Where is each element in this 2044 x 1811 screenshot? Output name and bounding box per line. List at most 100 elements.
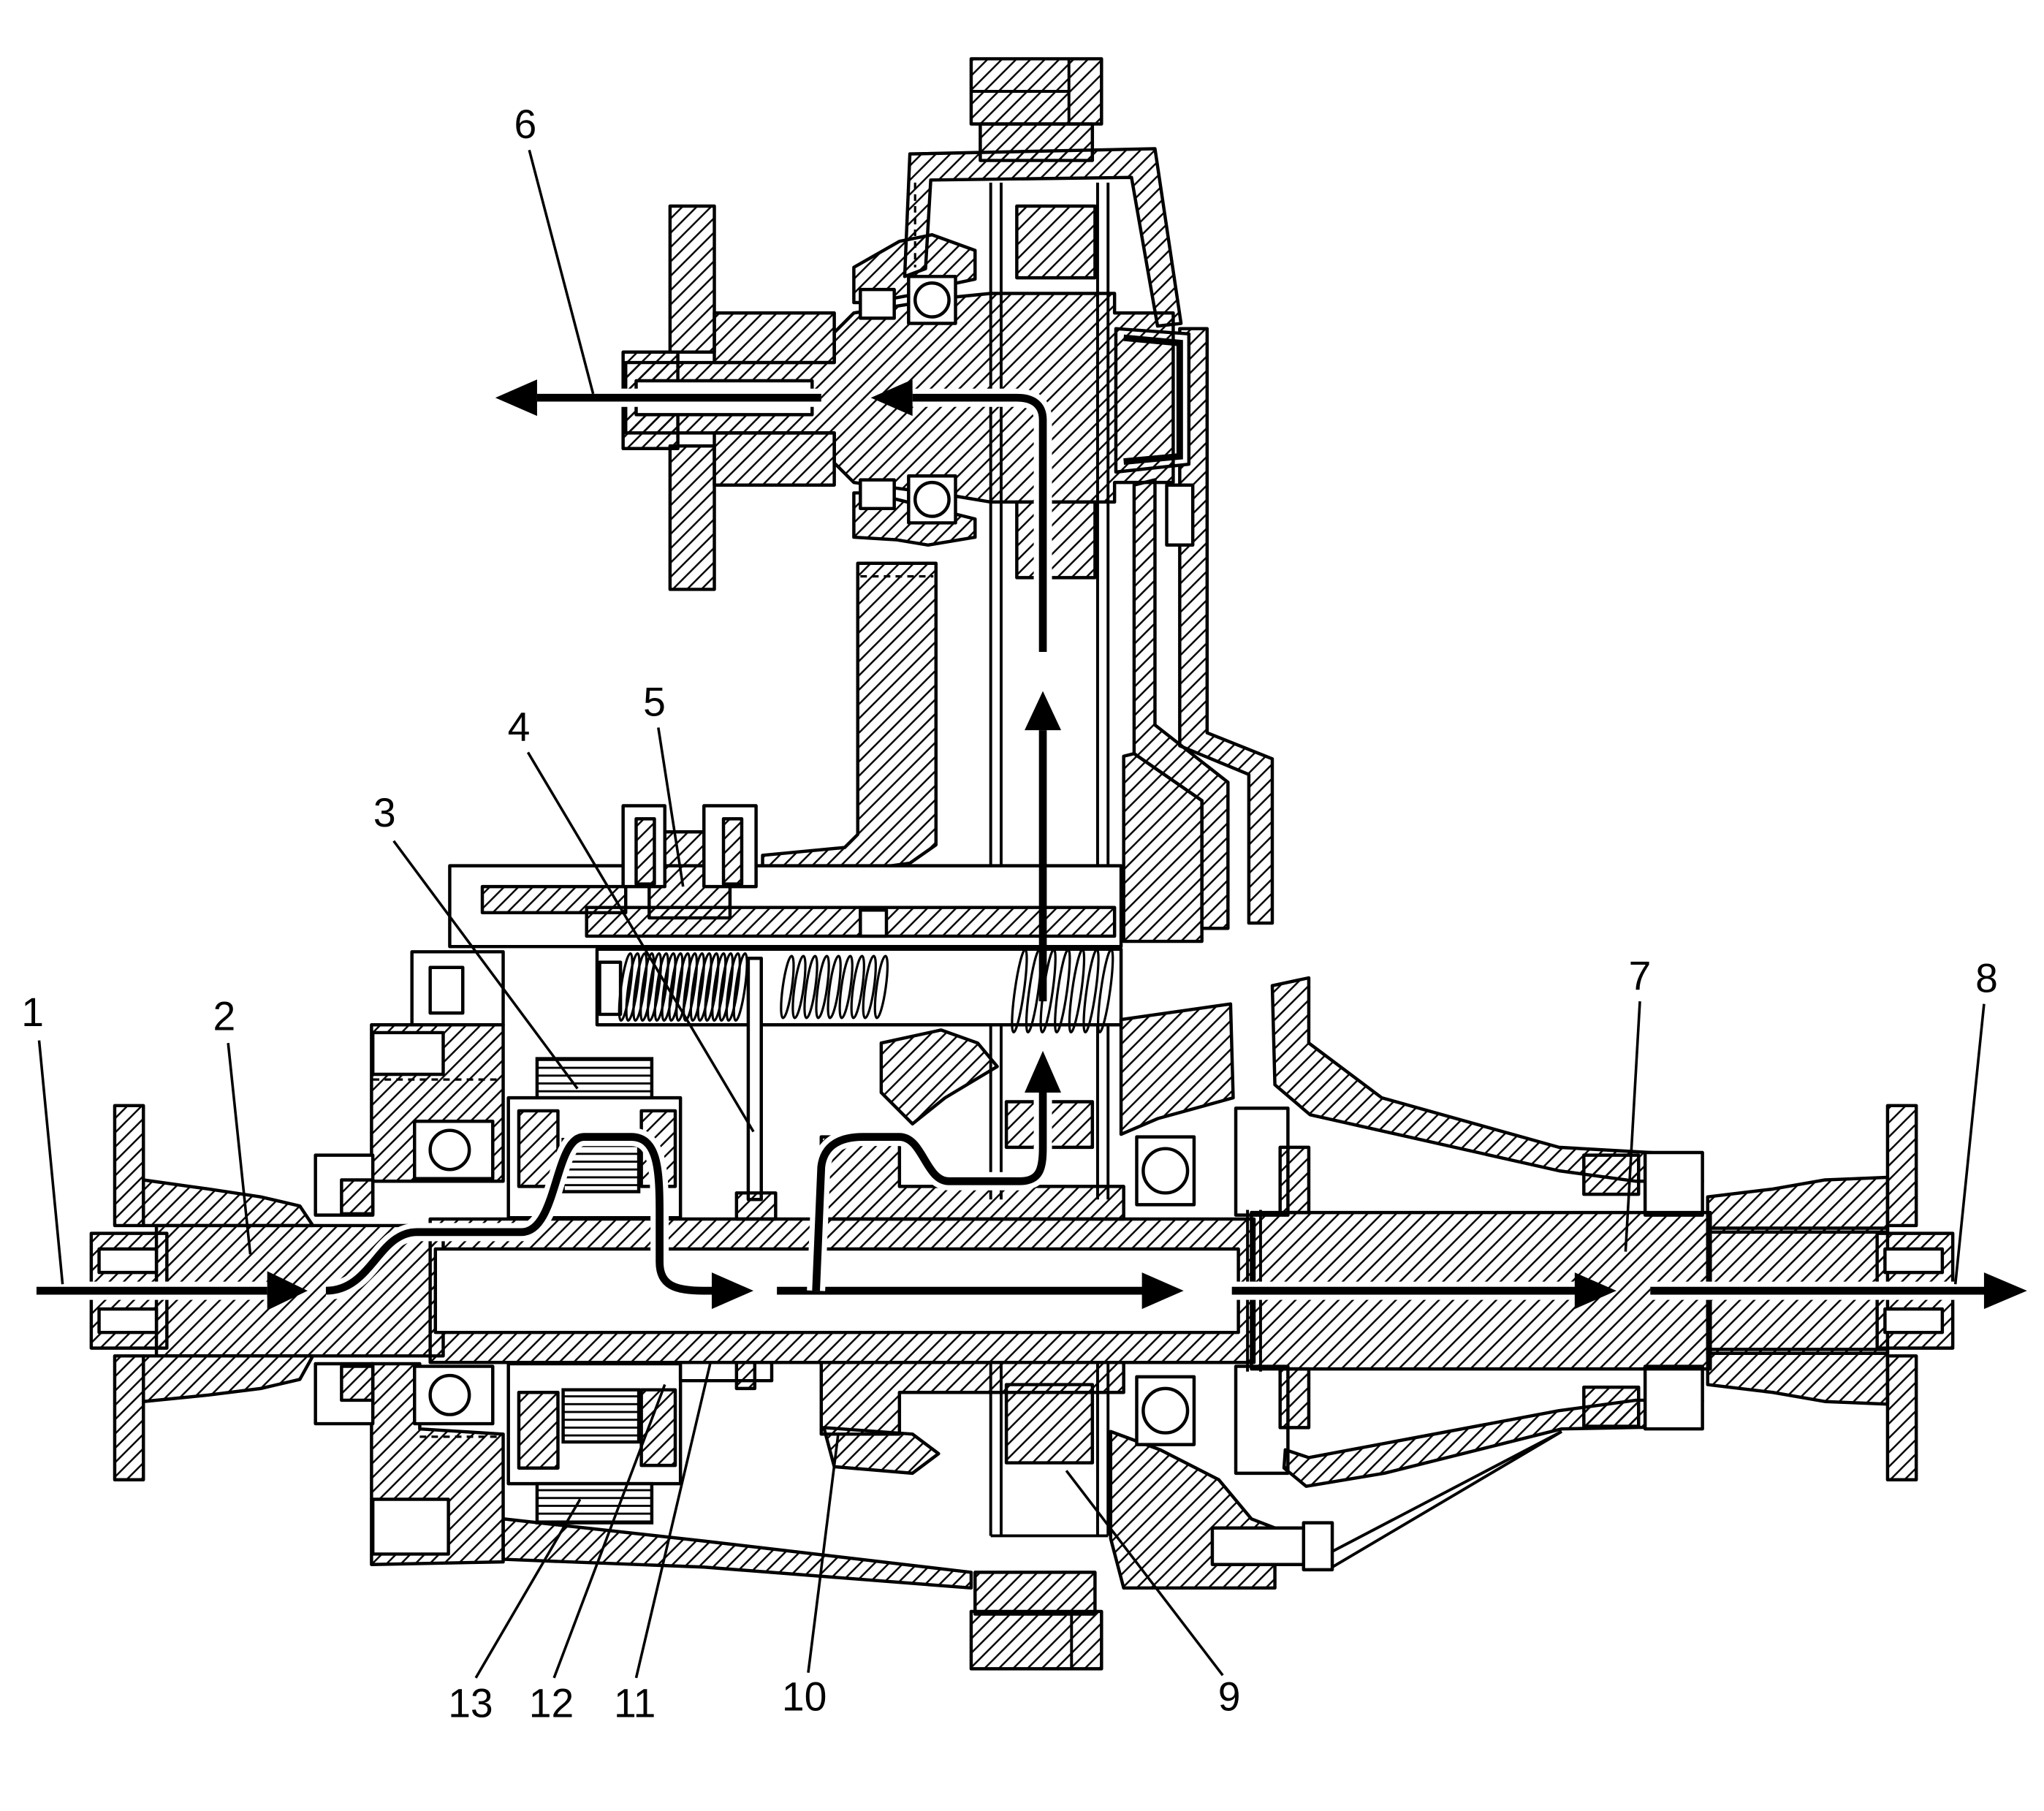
oil-pump-upper [1278,1145,1311,1215]
power-flow-arrowhead [1025,1050,1062,1093]
input-seal-lip-upper [340,1178,375,1216]
sun-gear-lower [517,1391,560,1470]
ring-gear-lower [535,1481,654,1525]
rear-spline-slot-lower [1883,1307,1945,1334]
power-flow-line [912,393,1047,653]
callout-leader-2 [227,1043,252,1255]
spring-coil-turn [780,954,795,1020]
spring-coil-turn [639,952,656,1022]
spring-coil-turn [827,954,842,1020]
front-output-flange-neck-upper [713,311,836,365]
callout-label-8: 8 [1975,956,1998,1001]
callout-label-4: 4 [508,704,531,749]
shift-detent-plug [428,965,465,1015]
drive-chain [989,182,1110,1538]
input-bearing-lower-ball [428,1373,471,1416]
spring-coil-turn [646,952,663,1022]
callout-label-13: 13 [448,1680,493,1725]
callout-label-11: 11 [614,1680,656,1725]
callouts: 1 2 3 4 5 6 7 8 9 10 11 12 13 [21,102,1998,1725]
main-case-rear-web-upper [1119,1002,1235,1136]
front-output-retainer-clip [1165,483,1195,547]
drive-sprocket-teeth-bottom [1004,1383,1095,1465]
case-flange-bottom [973,1571,1097,1616]
rear-bearing-upper-ball [1141,1147,1190,1195]
spring-coil-turn [632,952,648,1022]
spring-coil-turn [711,952,727,1022]
spring-coil-turn [718,952,734,1022]
callout-leader-3 [392,840,579,1090]
power-flow-arrow-sprocket [807,1050,1062,1291]
case-bolt-rear [1210,1526,1308,1566]
spring-coil-turn [1054,948,1071,1033]
ring-gear-upper [535,1057,654,1100]
driven-sprocket-teeth-top [1015,204,1097,280]
input-spline-slot-upper [97,1247,159,1275]
spring-coil-turn [1068,948,1086,1033]
callout-leader-5 [657,727,685,887]
spring-coil-turn [873,954,889,1020]
spring-coil-turn [862,954,877,1020]
callout-label-10: 10 [782,1674,827,1719]
rear-spline-slot-upper [1883,1247,1945,1275]
spring-coil-turn [653,952,669,1022]
spring-coil-turn [803,954,818,1020]
power-flow-line [812,1092,1047,1291]
drive-sprocket-clutch [822,1426,941,1476]
input-bearing-upper-ball [428,1128,471,1172]
rear-output-flange-lower [1885,1354,1918,1481]
extension-housing-outline [1331,1430,1562,1568]
power-flow-arrow-mainshaft [777,1272,1184,1310]
spring-coil-turn [618,952,634,1022]
spring-coil-turn [791,954,807,1020]
shift-rail-retainer [859,908,889,938]
power-flow-arrowhead [870,379,913,417]
power-flow-arrowhead [1141,1272,1184,1310]
power-flow-line [325,1133,715,1295]
callout-leader-7 [1624,1001,1641,1252]
power-flow-arrow-planetary [325,1128,754,1310]
callout-leader-12 [552,1383,666,1679]
shift-fork-rod [746,957,763,1201]
spring-coil-turn [732,952,748,1022]
callout-leader-1 [37,1040,64,1285]
callout-label-12: 12 [529,1680,574,1725]
power-flow-arrowhead [495,379,537,417]
main-case [370,1002,1334,1671]
driven-sprocket-teeth-bottom [1015,500,1097,580]
spring-coil-turn [838,954,854,1020]
callout-leader-8 [1953,1003,1986,1285]
case-bolt-rear-head [1302,1521,1334,1572]
case-flange-top [979,122,1095,162]
callout-leader-10 [807,1434,840,1673]
front-output-bearing-upper-ball [913,281,951,319]
spring-coil-turn [668,952,684,1022]
callout-label-5: 5 [643,679,666,724]
spring-coil-turn [815,954,830,1020]
front-output-seal-upper [859,287,896,320]
callout-label-7: 7 [1629,953,1652,998]
power-flow-arrow-rear-output [1650,1272,2027,1310]
main-case-bottom-wall [501,1517,973,1590]
spring-coil-turn [675,952,691,1022]
spring-coil-turn [725,952,741,1022]
rear-seal-lower [1582,1385,1641,1428]
input-seal-lip-lower [340,1364,375,1402]
power-flow-arrowhead [1983,1272,2027,1310]
spring-coil-turn [689,952,705,1022]
shift-fork-rod-foot [734,1191,778,1221]
input-flange-upper [113,1104,145,1228]
front-output-bearing-lower-ball [913,480,951,518]
power-flow-arrow-driven-sprocket [870,379,1052,653]
power-flow-arrowhead [1574,1272,1616,1310]
input-flange-lower [113,1354,145,1481]
callout-label-1: 1 [21,990,44,1035]
callout-label-6: 6 [514,102,536,147]
callout-label-9: 9 [1218,1674,1241,1719]
spring-coil-turn [1082,948,1100,1033]
power-flow-arrow-input [36,1271,308,1310]
front-output-case-right-wall [1178,327,1274,925]
rear-seal-cap-lower [1643,1364,1704,1431]
callout-label-2: 2 [213,993,235,1039]
power-flow-arrowhead [711,1272,754,1310]
